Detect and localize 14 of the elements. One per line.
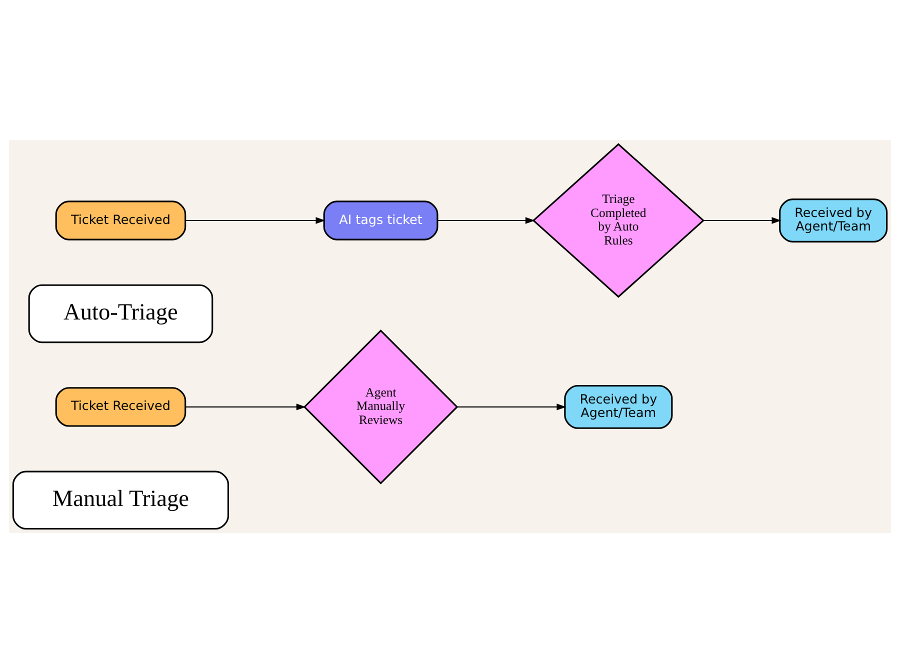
arrow — [186, 216, 326, 224]
node-box: Ticket Received — [55, 386, 186, 426]
node-diamond: Triage Completed by Auto Rules — [532, 142, 705, 298]
node-box: Received by Agent/Team — [564, 384, 673, 428]
arrow — [186, 403, 306, 410]
node-box: Received by Agent/Team — [779, 198, 888, 242]
arrow — [438, 216, 535, 224]
node-box: AI tags ticket — [323, 200, 438, 240]
node-diamond: Agent Manually Reviews — [303, 329, 458, 484]
node-box: Manual Triage — [12, 470, 230, 530]
node-box: Auto-Triage — [28, 284, 214, 343]
arrow — [704, 216, 782, 224]
arrow — [457, 403, 566, 410]
node-box: Ticket Received — [55, 200, 186, 240]
